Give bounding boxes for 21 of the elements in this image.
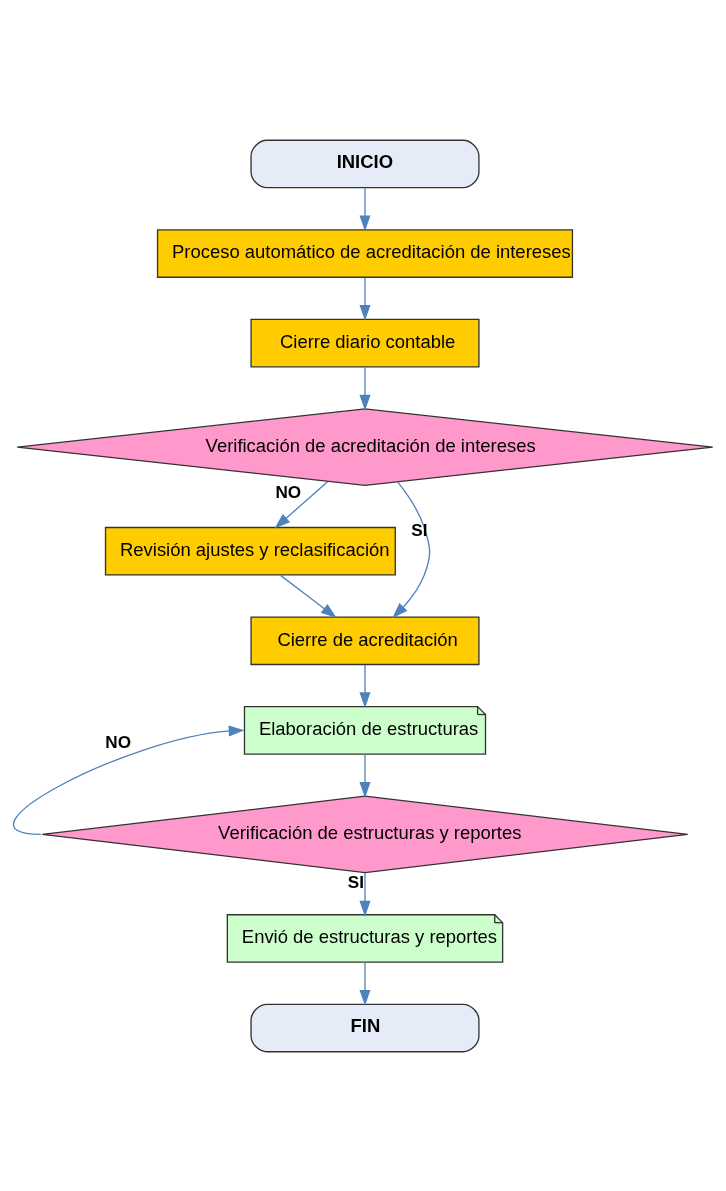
arrow: [359, 365, 371, 411]
node-box: Cierre diario contable: [250, 318, 480, 367]
arrow: [359, 276, 371, 321]
node-box: Proceso automático de acreditación de intereses: [156, 228, 574, 278]
arrow: [359, 753, 371, 798]
node-box: FIN: [250, 1003, 480, 1052]
arrow: [392, 480, 431, 618]
arrow: [279, 574, 337, 618]
edge-label: SI: [347, 872, 365, 892]
arrow: [13, 724, 245, 835]
node-diamond: Verificación de estructuras y reportes: [41, 795, 689, 873]
node-box: Revisión ajustes y reclasificación: [104, 526, 396, 576]
arrow: [359, 186, 371, 231]
arrow: [359, 961, 371, 1006]
edge-label: NO: [105, 732, 131, 752]
node-box: Cierre de acreditación: [250, 615, 480, 665]
arrow: [274, 480, 329, 528]
node-diamond: Verificación de acreditación de intereses: [16, 407, 714, 486]
arrow: [359, 663, 371, 708]
node-box: INICIO: [250, 139, 480, 188]
arrow: [359, 871, 371, 917]
